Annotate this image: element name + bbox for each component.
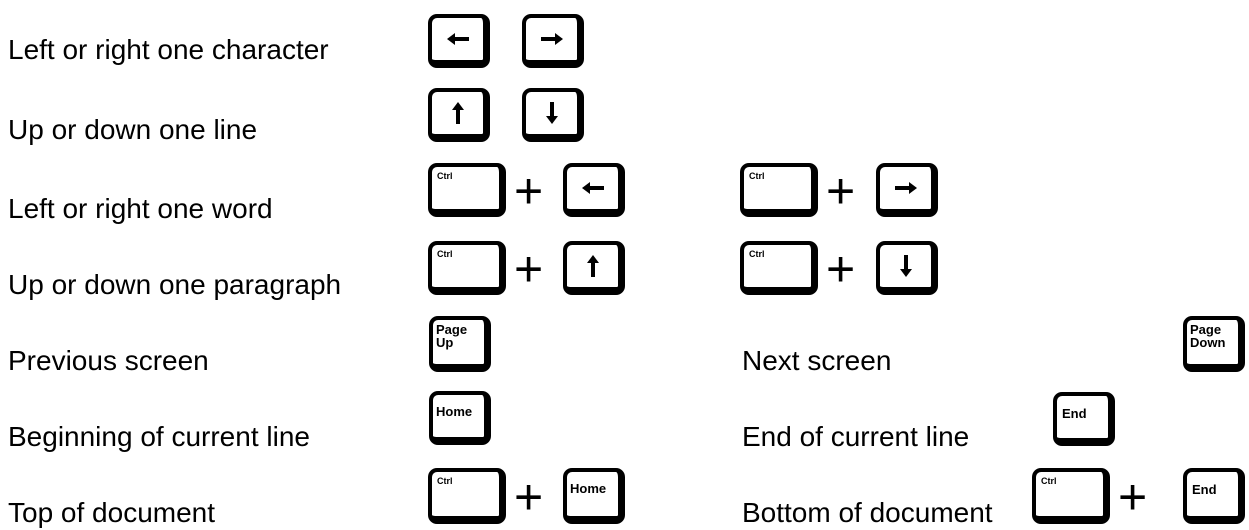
ctrl-key-label: Ctrl: [437, 249, 453, 259]
up-arrow-key: [428, 88, 490, 142]
plus-sign: +: [1118, 469, 1148, 525]
page-down-key: Page Down: [1183, 316, 1245, 372]
end-key: End: [1183, 468, 1245, 524]
down-arrow-icon: [899, 255, 912, 277]
label-line-end: End of current line: [742, 421, 970, 452]
left-arrow-icon: [581, 182, 604, 194]
label-doc-bottom: Bottom of document: [742, 497, 993, 528]
ctrl-key: Ctrl: [1032, 468, 1110, 524]
home-key-label: Home: [436, 404, 473, 419]
left-arrow-icon: [446, 33, 469, 45]
end-key-label: End: [1192, 482, 1217, 497]
ctrl-key-label: Ctrl: [437, 476, 453, 486]
ctrl-key-label: Ctrl: [1041, 476, 1057, 486]
ctrl-key: Ctrl: [428, 163, 506, 217]
plus-sign: +: [826, 241, 856, 297]
right-arrow-icon: [540, 33, 563, 45]
home-key: Home: [429, 391, 491, 445]
label-prev-screen: Previous screen: [8, 345, 209, 376]
page-up-key: Page Up: [429, 316, 491, 372]
page-down-key-line1: Page: [1190, 322, 1222, 337]
label-char: Left or right one character: [8, 34, 329, 65]
page-down-key-line2: Down: [1190, 335, 1226, 350]
down-arrow-icon: [545, 102, 558, 124]
page-up-key-line2: Up: [436, 335, 454, 350]
label-line: Up or down one line: [8, 114, 258, 145]
ctrl-key: Ctrl: [740, 163, 818, 217]
label-paragraph: Up or down one paragraph: [8, 269, 342, 300]
left-arrow-key: [563, 163, 625, 217]
label-word: Left or right one word: [8, 193, 273, 224]
up-arrow-icon: [451, 102, 464, 124]
up-arrow-key: [563, 241, 625, 295]
page-up-key-line1: Page: [436, 322, 468, 337]
ctrl-key-label: Ctrl: [749, 171, 765, 181]
label-line-start: Beginning of current line: [8, 421, 310, 452]
ctrl-key: Ctrl: [428, 241, 506, 295]
right-arrow-key: [522, 14, 584, 68]
plus-sign: +: [514, 163, 544, 219]
label-doc-top: Top of document: [8, 497, 216, 528]
end-key: End: [1053, 392, 1115, 446]
label-next-screen: Next screen: [742, 345, 892, 376]
down-arrow-key: [876, 241, 938, 295]
ctrl-key-label: Ctrl: [749, 249, 765, 259]
ctrl-key: Ctrl: [428, 468, 506, 524]
down-arrow-key: [522, 88, 584, 142]
right-arrow-icon: [894, 182, 917, 194]
plus-sign: +: [826, 163, 856, 219]
plus-sign: +: [514, 241, 544, 297]
plus-sign: +: [514, 469, 544, 525]
ctrl-key: Ctrl: [740, 241, 818, 295]
up-arrow-icon: [586, 255, 599, 277]
left-arrow-key: [428, 14, 490, 68]
home-key: Home: [563, 468, 625, 524]
home-key-label: Home: [570, 481, 607, 496]
right-arrow-key: [876, 163, 938, 217]
end-key-label: End: [1062, 406, 1087, 421]
ctrl-key-label: Ctrl: [437, 171, 453, 181]
